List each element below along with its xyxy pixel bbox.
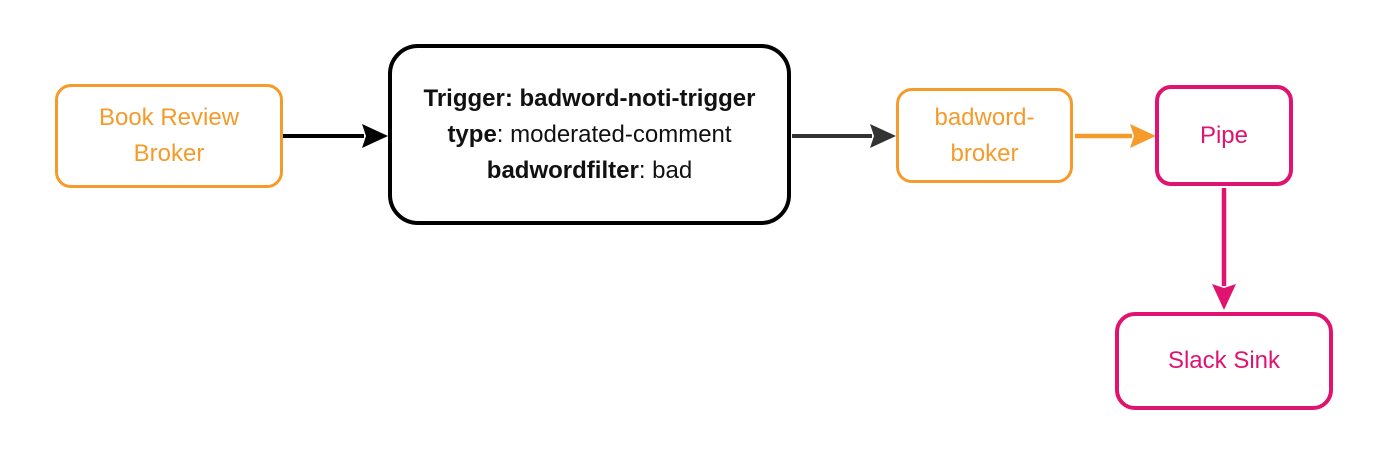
trigger-filter-key: badwordfilter	[486, 156, 639, 184]
arrowhead-icon	[1212, 284, 1236, 310]
edge-pipe-to-slack-sink	[1212, 188, 1236, 310]
node-pipe: Pipe	[1155, 85, 1293, 186]
node-label-line: Slack Sink	[1167, 347, 1281, 374]
trigger-type-line: type: moderated-comment	[447, 117, 731, 153]
node-trigger: Trigger: badword-noti-trigger type: mode…	[388, 44, 791, 225]
edge-book-review-broker-to-trigger	[283, 124, 388, 148]
node-label-line: broker	[950, 139, 1019, 167]
arrowhead-icon	[1130, 124, 1156, 148]
edge-badword-broker-to-pipe	[1075, 124, 1156, 148]
trigger-name-text: Trigger: badword-noti-trigger	[423, 84, 756, 112]
arrowhead-icon	[362, 124, 388, 148]
trigger-type-value: : moderated-comment	[496, 120, 732, 148]
node-slack-sink: Slack Sink	[1115, 312, 1333, 410]
trigger-filter-value: : bad	[638, 156, 693, 184]
node-label-line: Book Review	[98, 104, 240, 131]
edge-trigger-to-badword-broker	[792, 124, 896, 148]
node-label-line: Broker	[133, 140, 205, 167]
node-label-line: Pipe	[1199, 121, 1249, 149]
trigger-type-key: type	[447, 120, 497, 148]
arrowhead-icon	[870, 124, 896, 148]
node-book-review-broker: Book Review Broker	[55, 84, 283, 188]
node-label-line: badword-	[934, 103, 1035, 131]
node-badword-broker: badword- broker	[896, 88, 1073, 183]
trigger-filter-line: badwordfilter: bad	[487, 153, 692, 189]
trigger-name-line: Trigger: badword-noti-trigger	[424, 81, 756, 117]
